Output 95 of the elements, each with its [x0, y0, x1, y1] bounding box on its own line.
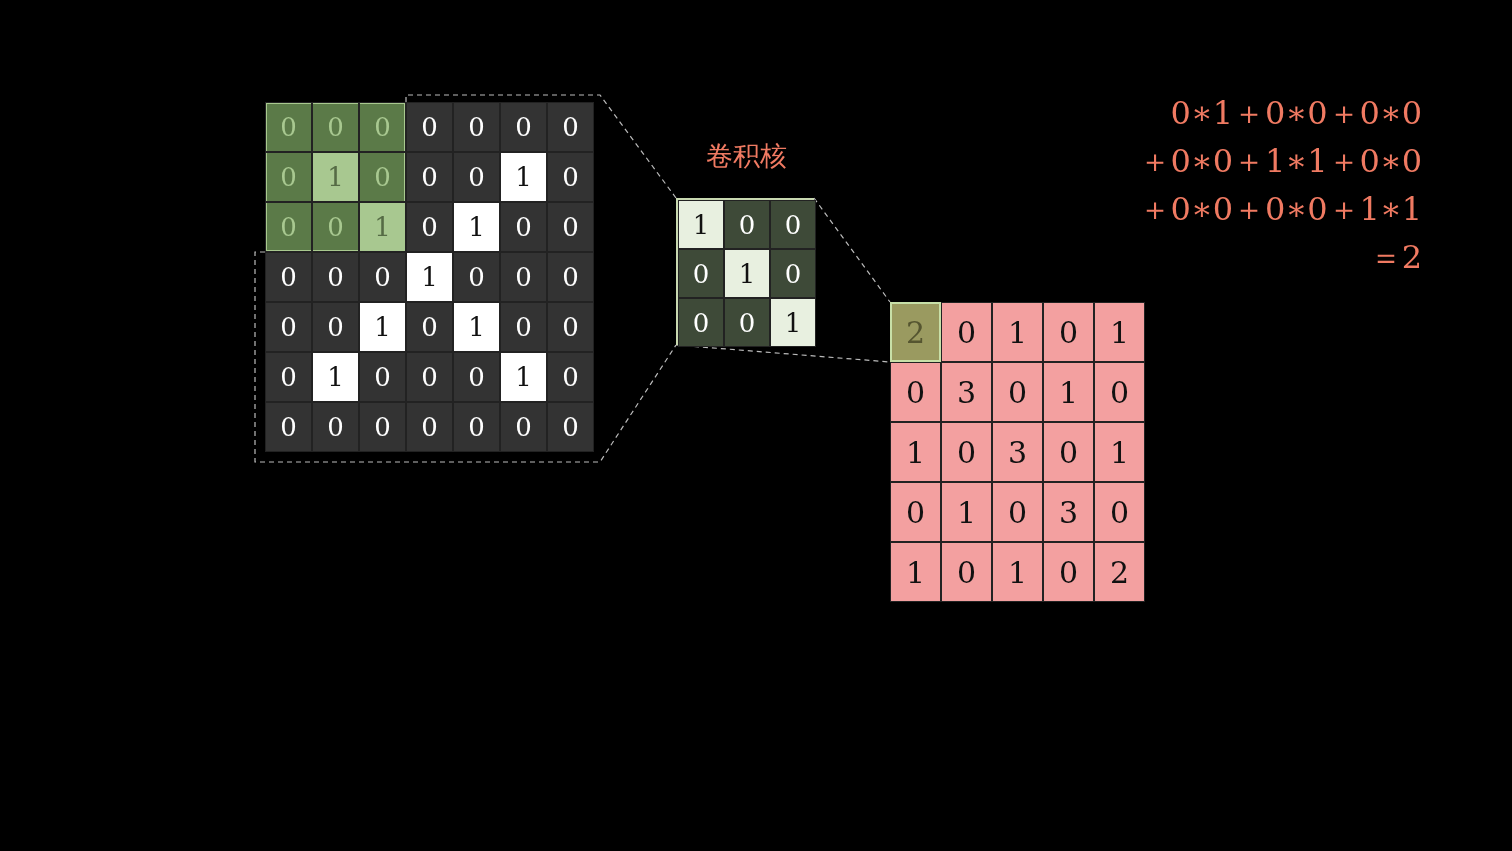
grid-cell: 0 [406, 202, 453, 252]
grid-cell: 1 [890, 422, 941, 482]
grid-cell: 2 [1094, 542, 1145, 602]
grid-cell: 0 [992, 482, 1043, 542]
grid-cell: 1 [453, 302, 500, 352]
grid-cell: 1 [1094, 302, 1145, 362]
sliding-window [265, 102, 406, 252]
formula-line: ＝2 [1369, 237, 1422, 278]
projection-line [813, 197, 891, 303]
grid-cell: 0 [312, 102, 359, 152]
formula-line: ＋0∗0＋0∗0＋1∗1 [1138, 189, 1422, 230]
grid-cell: 0 [724, 298, 770, 347]
grid-cell: 1 [678, 200, 724, 249]
grid-cell: 1 [890, 542, 941, 602]
grid-cell: 0 [547, 202, 594, 252]
grid-cell: 1 [312, 152, 359, 202]
grid-cell: 0 [1043, 542, 1094, 602]
grid-cell: 0 [678, 249, 724, 298]
projection-line [405, 94, 677, 199]
grid-cell: 0 [1094, 482, 1145, 542]
grid-cell: 0 [1094, 362, 1145, 422]
grid-cell: 0 [500, 102, 547, 152]
grid-cell: 0 [453, 352, 500, 402]
grid-cell: 1 [312, 352, 359, 402]
grid-cell: 0 [312, 202, 359, 252]
grid-cell: 0 [547, 152, 594, 202]
grid-cell: 0 [500, 252, 547, 302]
grid-cell: 0 [1043, 302, 1094, 362]
grid-cell: 0 [770, 200, 816, 249]
projection-line [254, 251, 677, 463]
grid-cell: 0 [941, 542, 992, 602]
formula-line: ＋0∗0＋1∗1＋0∗0 [1138, 141, 1422, 182]
grid-cell: 0 [265, 252, 312, 302]
grid-cell: 1 [992, 542, 1043, 602]
grid-cell: 0 [890, 362, 941, 422]
grid-cell: 0 [453, 252, 500, 302]
grid-cell: 0 [265, 152, 312, 202]
grid-cell: 1 [500, 352, 547, 402]
grid-cell: 0 [941, 422, 992, 482]
grid-cell: 0 [359, 252, 406, 302]
grid-cell: 0 [992, 362, 1043, 422]
grid-cell: 1 [359, 302, 406, 352]
grid-cell: 0 [547, 352, 594, 402]
grid-cell: 1 [1094, 422, 1145, 482]
grid-cell: 0 [1043, 422, 1094, 482]
output-grid [890, 302, 1145, 602]
grid-cell: 0 [500, 402, 547, 452]
input-grid [265, 102, 594, 452]
grid-cell: 0 [265, 402, 312, 452]
grid-cell: 0 [453, 402, 500, 452]
grid-cell: 0 [265, 202, 312, 252]
formula-line: 0∗1＋0∗0＋0∗0 [1170, 93, 1422, 134]
grid-cell: 3 [992, 422, 1043, 482]
grid-cell: 1 [453, 202, 500, 252]
grid-cell: 0 [406, 152, 453, 202]
grid-cell: 1 [992, 302, 1043, 362]
grid-cell: 1 [1043, 362, 1094, 422]
grid-cell: 0 [890, 482, 941, 542]
kernel-grid [676, 198, 814, 345]
grid-cell: 0 [265, 302, 312, 352]
grid-cell: 0 [500, 202, 547, 252]
grid-cell: 3 [1043, 482, 1094, 542]
grid-cell: 1 [770, 298, 816, 347]
grid-cell: 0 [547, 252, 594, 302]
grid-cell: 1 [406, 252, 453, 302]
grid-cell: 0 [265, 102, 312, 152]
grid-cell: 0 [500, 302, 547, 352]
grid-cell: 0 [406, 102, 453, 152]
grid-cell: 0 [453, 102, 500, 152]
grid-cell: 0 [359, 152, 406, 202]
grid-cell: 1 [500, 152, 547, 202]
grid-cell: 0 [406, 352, 453, 402]
grid-cell: 0 [547, 102, 594, 152]
grid-cell: 0 [359, 402, 406, 452]
grid-cell: 0 [724, 200, 770, 249]
grid-cell: 0 [453, 152, 500, 202]
grid-cell: 0 [359, 102, 406, 152]
grid-cell: 0 [406, 402, 453, 452]
grid-cell: 0 [312, 402, 359, 452]
grid-cell: 0 [770, 249, 816, 298]
grid-cell: 0 [406, 302, 453, 352]
grid-cell: 0 [547, 302, 594, 352]
grid-cell: 0 [312, 302, 359, 352]
grid-cell: 1 [724, 249, 770, 298]
grid-cell: 1 [941, 482, 992, 542]
grid-cell: 0 [359, 352, 406, 402]
grid-cell: 0 [547, 402, 594, 452]
grid-cell: 0 [312, 252, 359, 302]
grid-cell: 3 [941, 362, 992, 422]
grid-cell: 2 [890, 302, 941, 362]
grid-cell: 0 [678, 298, 724, 347]
grid-cell: 0 [941, 302, 992, 362]
grid-cell: 0 [265, 352, 312, 402]
grid-cell: 1 [359, 202, 406, 252]
kernel-caption: 卷积核 [706, 140, 787, 173]
